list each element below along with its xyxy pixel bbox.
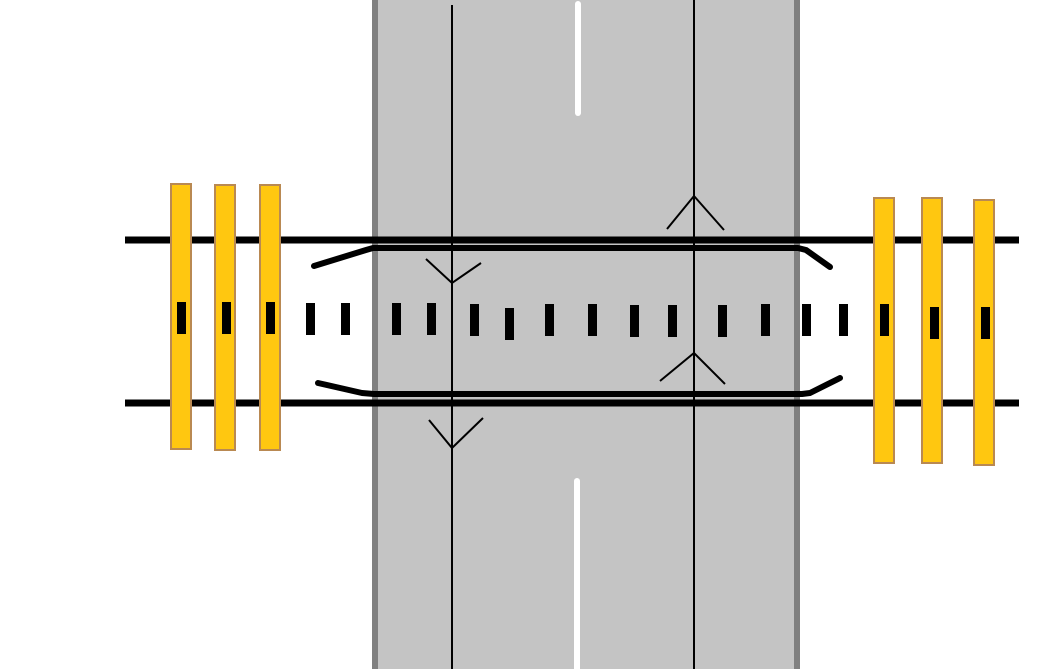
arrow-down-lower [428, 417, 484, 450]
crossing-dash [177, 302, 186, 334]
crossing-dash [718, 305, 727, 337]
crossing-dash [880, 304, 889, 336]
crossing-dash [802, 304, 811, 336]
crossing-dash-row [177, 302, 990, 340]
crossing-dash [222, 302, 231, 334]
arrow-up-lower [659, 351, 726, 385]
crossing-dash [630, 305, 639, 337]
crossing-dash [306, 303, 315, 335]
crossing-dash [761, 304, 770, 336]
crossing-dash [668, 305, 677, 337]
crossing-dash [392, 303, 401, 335]
crossing-dash [839, 304, 848, 336]
crossing-dash [470, 304, 479, 336]
guard-rail-top [311, 245, 833, 270]
arrow-up-upper [666, 194, 725, 231]
crossing-dash [505, 308, 514, 340]
crossing-dash [545, 304, 554, 336]
crossing-dash [341, 303, 350, 335]
arrow-down-upper [425, 258, 482, 285]
crossing-dash [588, 304, 597, 336]
crossing-dash [266, 302, 275, 334]
crossing-dash [427, 303, 436, 335]
guard-rail-bottom [315, 375, 843, 397]
road-surface [374, 0, 798, 669]
crossing-dash [930, 307, 939, 339]
crossing-dash [981, 307, 990, 339]
